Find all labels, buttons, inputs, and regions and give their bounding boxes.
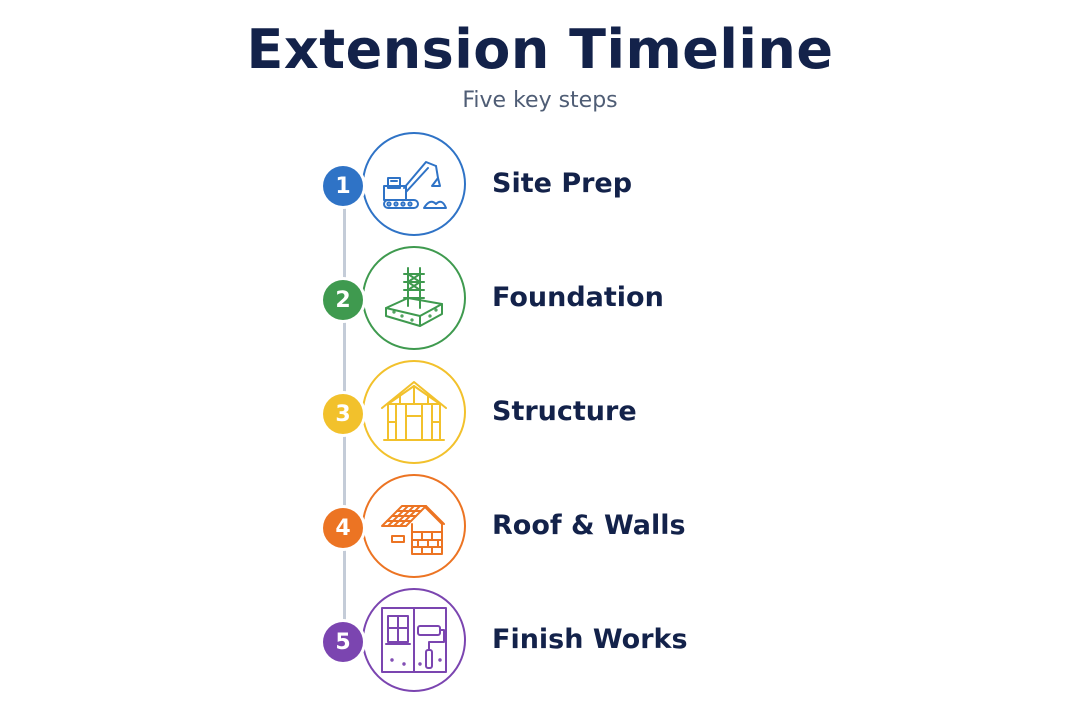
- step-label: Structure: [492, 396, 637, 427]
- step-2-icon-ring: [362, 246, 466, 350]
- step-number-badge: 4: [323, 508, 363, 548]
- excavator-icon: [383, 161, 447, 209]
- step-label: Foundation: [492, 282, 664, 313]
- step-1-icon-ring: [362, 132, 466, 236]
- step-4-icon-ring: [362, 474, 466, 578]
- step-number-badge: 5: [323, 622, 363, 662]
- step-label: Roof & Walls: [492, 510, 686, 541]
- timeline-step-site-prep: 1 Site Prep: [0, 132, 1080, 242]
- step-number-badge: 3: [323, 394, 363, 434]
- timeline-step-roof-walls: 4 Roof & Walls: [0, 474, 1080, 584]
- step-label: Finish Works: [492, 624, 688, 655]
- roof-brick-wall-icon: [381, 505, 445, 555]
- timeline-step-structure: 3 Structure: [0, 360, 1080, 470]
- foundation-rebar-icon: [385, 267, 443, 327]
- house-frame-icon: [381, 381, 447, 441]
- page-title: Extension Timeline: [246, 18, 834, 81]
- step-5-icon-ring: [362, 588, 466, 692]
- timeline-step-foundation: 2 Foundation: [0, 246, 1080, 356]
- timeline-step-finish-works: 5 Finish Works: [0, 588, 1080, 698]
- step-3-icon-ring: [362, 360, 466, 464]
- step-number-badge: 1: [323, 166, 363, 206]
- page-subtitle: Five key steps: [462, 88, 618, 113]
- step-number-badge: 2: [323, 280, 363, 320]
- step-label: Site Prep: [492, 168, 633, 199]
- window-paint-roller-icon: [381, 607, 447, 673]
